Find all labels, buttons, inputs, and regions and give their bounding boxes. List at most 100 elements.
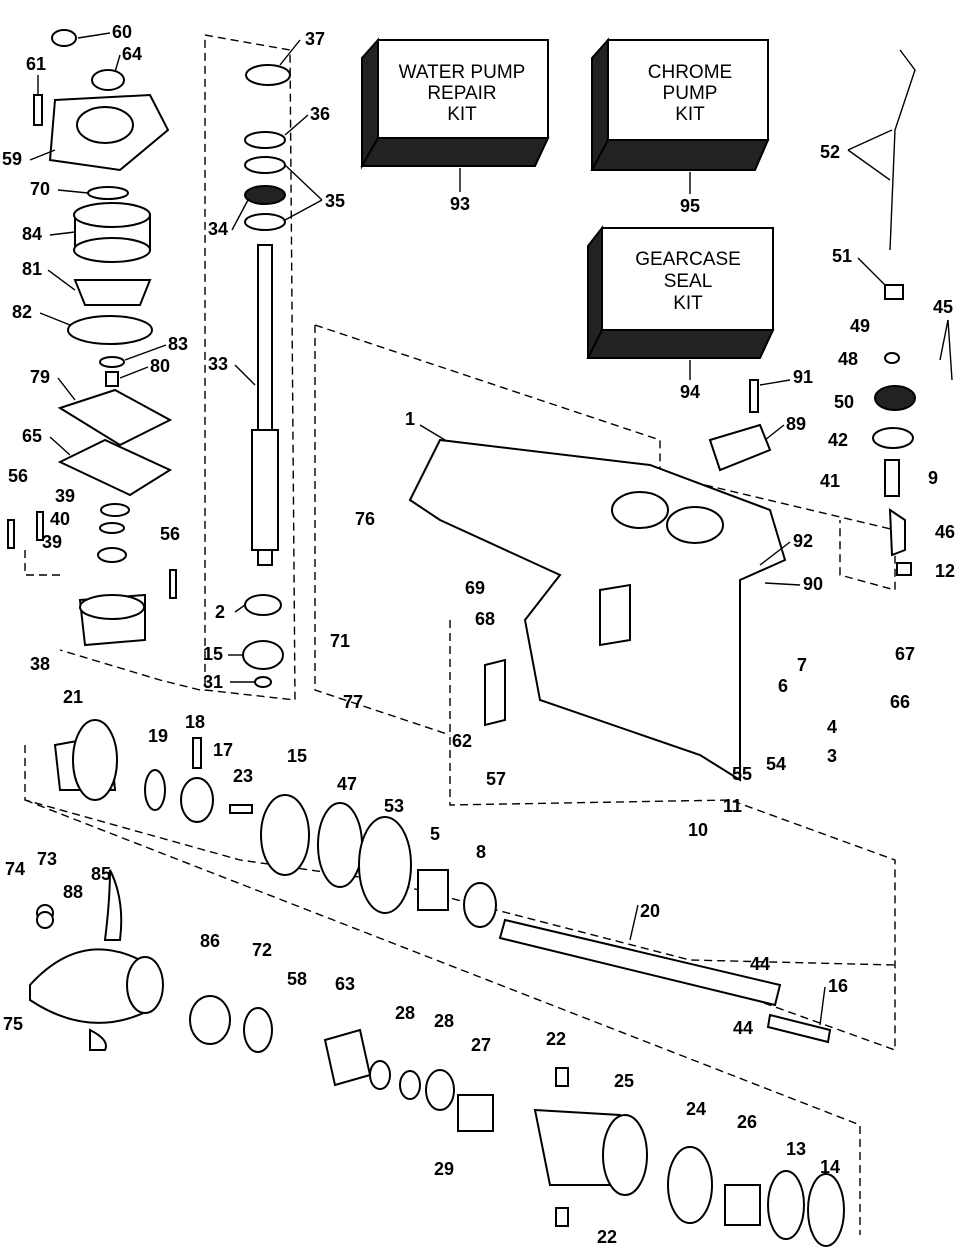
callout-labels: 60 64 61 59 70 84 81 82 83 80 79 65 56 3… — [2, 22, 955, 1247]
callout-72: 72 — [252, 940, 272, 960]
callout-63: 63 — [335, 974, 355, 994]
callout-7: 7 — [797, 655, 807, 675]
callout-47: 47 — [337, 774, 357, 794]
gear-shaft-parts — [53, 719, 832, 1044]
callout-6: 6 — [778, 676, 788, 696]
callout-56b: 56 — [160, 524, 180, 544]
callout-22a: 22 — [546, 1029, 566, 1049]
callout-81: 81 — [22, 259, 42, 279]
callout-1: 1 — [405, 409, 415, 429]
callout-53: 53 — [384, 796, 404, 816]
callout-39a: 39 — [55, 486, 75, 506]
callout-52: 52 — [820, 142, 840, 162]
callout-10: 10 — [688, 820, 708, 840]
callout-42: 42 — [828, 430, 848, 450]
kit-94-number: 94 — [680, 382, 700, 402]
callout-65: 65 — [22, 426, 42, 446]
callout-83: 83 — [168, 334, 188, 354]
callout-19: 19 — [148, 726, 168, 746]
callout-77: 77 — [343, 692, 363, 712]
callout-46: 46 — [935, 522, 955, 542]
kit-95-line-2: PUMP — [663, 83, 718, 104]
callout-4: 4 — [827, 717, 837, 737]
callout-40: 40 — [50, 509, 70, 529]
callout-17: 17 — [213, 740, 233, 760]
callout-66: 66 — [890, 692, 910, 712]
callout-80: 80 — [150, 356, 170, 376]
callout-16: 16 — [828, 976, 848, 996]
callout-54: 54 — [766, 754, 786, 774]
callout-33: 33 — [208, 354, 228, 374]
callout-45: 45 — [933, 297, 953, 317]
callout-26: 26 — [737, 1112, 757, 1132]
callout-58: 58 — [287, 969, 307, 989]
shift-rod-parts — [749, 49, 916, 576]
callout-70: 70 — [30, 179, 50, 199]
kit-93-line-1: WATER PUMP — [399, 62, 526, 83]
callout-11: 11 — [723, 796, 742, 816]
callout-27: 27 — [471, 1035, 491, 1055]
callout-55: 55 — [732, 764, 752, 784]
callout-68: 68 — [475, 609, 495, 629]
kit-93-number: 93 — [450, 194, 470, 214]
callout-28b: 28 — [434, 1011, 454, 1031]
callout-64: 64 — [122, 44, 142, 64]
callout-90: 90 — [803, 574, 823, 594]
callout-31: 31 — [203, 672, 223, 692]
callout-14: 14 — [820, 1157, 840, 1177]
callout-69: 69 — [465, 578, 485, 598]
callout-67: 67 — [895, 644, 915, 664]
kit-94-line-2: SEAL — [664, 271, 713, 292]
callout-74: 74 — [5, 859, 25, 879]
callout-15b: 15 — [287, 746, 307, 766]
water-pump-parts — [7, 29, 177, 647]
kit-94-line-3: KIT — [673, 293, 703, 314]
callout-79: 79 — [30, 367, 50, 387]
callout-73: 73 — [37, 849, 57, 869]
kit-93-line-3: KIT — [447, 104, 477, 125]
callout-91: 91 — [793, 367, 813, 387]
kit-95-number: 95 — [680, 196, 700, 216]
callout-84: 84 — [22, 224, 42, 244]
callout-5: 5 — [430, 824, 440, 844]
callout-28a: 28 — [395, 1003, 415, 1023]
callout-60: 60 — [112, 22, 132, 42]
kit-leaders — [459, 168, 691, 380]
callout-18: 18 — [185, 712, 205, 732]
callout-44b: 44 — [733, 1018, 753, 1038]
drive-shaft-parts — [242, 64, 291, 688]
gear-housing — [408, 423, 787, 782]
callout-35: 35 — [325, 191, 345, 211]
kit-95-line-1: CHROME — [648, 62, 732, 83]
callout-76: 76 — [355, 509, 375, 529]
callout-9: 9 — [928, 468, 938, 488]
callout-13: 13 — [786, 1139, 806, 1159]
callout-75: 75 — [3, 1014, 23, 1034]
callout-48: 48 — [838, 349, 858, 369]
callout-8: 8 — [476, 842, 486, 862]
callout-24: 24 — [686, 1099, 706, 1119]
kit-94-line-1: GEARCASE — [635, 249, 741, 270]
callout-21: 21 — [63, 687, 83, 707]
callout-57: 57 — [486, 769, 506, 789]
callout-50: 50 — [834, 392, 854, 412]
kit-box-93: WATER PUMP REPAIR KIT 93 — [360, 37, 550, 214]
callout-62: 62 — [452, 731, 472, 751]
callout-29: 29 — [434, 1159, 454, 1179]
callout-25: 25 — [614, 1071, 634, 1091]
callout-61: 61 — [26, 54, 46, 74]
callout-36: 36 — [310, 104, 330, 124]
assembly-boundary-lines — [24, 34, 896, 1235]
callout-51: 51 — [832, 246, 852, 266]
callout-71: 71 — [330, 631, 350, 651]
callout-12: 12 — [935, 561, 955, 581]
kit-box-94: GEARCASE SEAL KIT 94 — [586, 225, 775, 402]
callout-59: 59 — [2, 149, 22, 169]
callout-20: 20 — [640, 901, 660, 921]
callout-22b: 22 — [597, 1227, 617, 1247]
callout-leader-lines — [29, 32, 953, 1026]
callout-3: 3 — [827, 746, 837, 766]
callout-41: 41 — [820, 471, 840, 491]
callout-34: 34 — [208, 219, 228, 239]
